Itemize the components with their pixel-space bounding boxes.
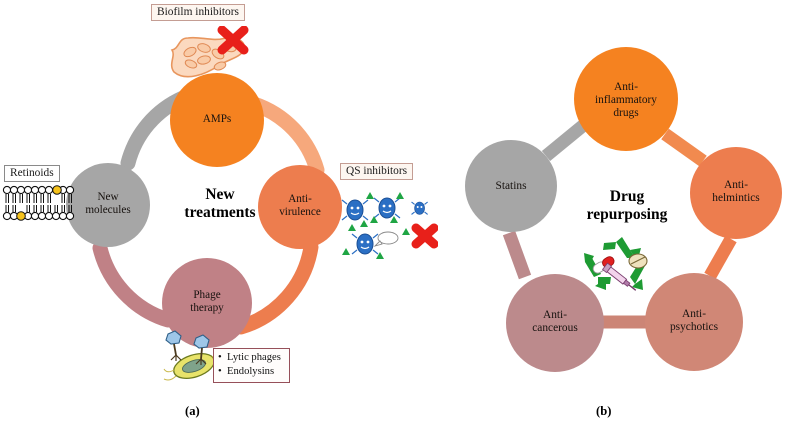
phage-particle-right <box>193 334 210 365</box>
arc-phage-newmolecules <box>92 240 176 328</box>
callout-phage-products[interactable]: •Lytic phages •Endolysins <box>213 348 290 383</box>
arc-antivirulence-phage <box>233 239 319 335</box>
syringe-icon <box>602 262 637 291</box>
caption-panel-b: (b) <box>596 404 612 418</box>
red-x-icon <box>411 223 438 249</box>
callout-qs-inhibitors[interactable]: QS inhibitors <box>340 163 414 180</box>
node-amps-circle[interactable] <box>170 73 264 167</box>
bacteriophage-icon <box>163 330 223 381</box>
quorum-sensing-icon <box>341 192 438 259</box>
biofilm-blob-icon <box>170 26 249 78</box>
panel-a-graphics <box>66 73 342 348</box>
link-helmintics-psychotics <box>704 235 737 280</box>
bullet-dot: • <box>218 365 222 377</box>
panel-b-center-title: Drug repurposing <box>586 188 668 223</box>
panel-a-center-title: New treatments <box>184 186 256 221</box>
list-item: •Lytic phages <box>218 352 281 363</box>
pill-icon <box>628 253 648 269</box>
link-cancerous-statins <box>502 230 532 280</box>
speech-bubble-icon <box>373 231 399 247</box>
lipid-bilayer-icon <box>2 185 75 221</box>
bullet-dot: • <box>218 352 222 363</box>
list-item: •Endolysins <box>218 365 275 377</box>
panel-drug-repurposing: Anti- inflammatory drugs Anti- helmintic… <box>445 0 798 429</box>
phage-particle-left <box>165 330 182 361</box>
node-anti-helmintics-circle[interactable] <box>690 147 782 239</box>
bacteria-group <box>341 197 428 255</box>
link-statins-antiinflammatory <box>541 118 590 162</box>
node-anti-cancerous-circle[interactable] <box>506 274 604 372</box>
node-new-molecules-circle[interactable] <box>66 163 150 247</box>
link-antiinflammatory-helmintics <box>661 128 707 167</box>
node-anti-inflammatory-circle[interactable] <box>574 47 678 151</box>
panel-new-treatments: AMPs New molecules Anti- virulence Phage… <box>2 4 438 418</box>
node-statins-circle[interactable] <box>465 140 557 232</box>
retinoid-molecule-icon <box>16 185 62 221</box>
arc-amps-antivirulence <box>246 96 325 178</box>
bacterium-body <box>163 353 223 381</box>
callout-biofilm-inhibitors[interactable]: Biofilm inhibitors <box>151 4 245 21</box>
signal-molecules <box>342 192 410 259</box>
caption-panel-a: (a) <box>185 404 200 418</box>
drug-recycle-icon <box>584 237 648 291</box>
panel-b-graphics <box>465 47 782 372</box>
node-phage-therapy-circle[interactable] <box>162 258 252 348</box>
node-anti-virulence-circle[interactable] <box>258 165 342 249</box>
callout-retinoids[interactable]: Retinoids <box>4 165 60 182</box>
red-x-icon <box>217 26 249 55</box>
node-anti-psychotics-circle[interactable] <box>645 273 743 371</box>
